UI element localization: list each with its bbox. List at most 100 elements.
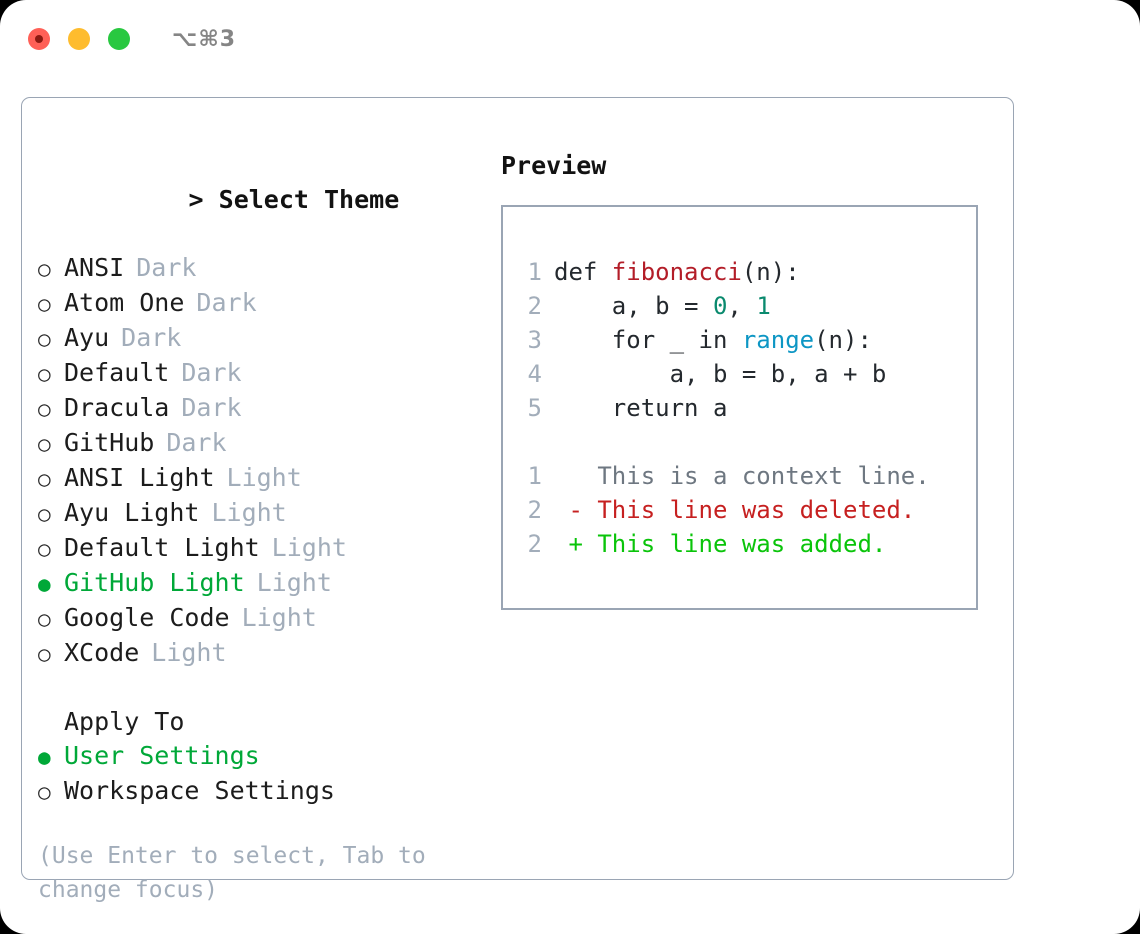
apply-to-heading: Apply To [64, 707, 185, 736]
code-line: 3 for _ in range(n): [518, 323, 930, 357]
code-token-plain: , [727, 292, 757, 320]
radio-unselected-icon: ○ [38, 432, 51, 456]
diff-text: This is a context line. [582, 462, 930, 490]
apply-to-option-label: Workspace Settings [64, 776, 335, 805]
list-spacer [38, 671, 498, 705]
traffic-light-controls [28, 28, 130, 50]
code-token-kw: for _ in [554, 326, 742, 354]
theme-option-label: Atom One [64, 288, 185, 317]
preview-heading: Preview [501, 151, 607, 180]
minimize-button[interactable] [68, 28, 90, 50]
theme-option-atom-one[interactable]: ○ Atom One Dark [38, 286, 498, 321]
theme-option-variant-tag: Dark [181, 358, 242, 387]
theme-option-variant-tag: Light [256, 568, 332, 597]
prompt-caret-icon: > [188, 185, 204, 214]
line-number: 1 [527, 258, 542, 286]
theme-option-variant-tag: Light [271, 533, 347, 562]
theme-option-variant-tag: Dark [181, 393, 242, 422]
theme-option-github-light[interactable]: ● GitHub Light Light [38, 566, 498, 601]
radio-selected-icon: ● [38, 572, 51, 596]
theme-option-variant-tag: Light [226, 463, 302, 492]
theme-option-label: Default [64, 358, 170, 387]
line-number: 3 [527, 326, 542, 354]
theme-option-variant-tag: Dark [121, 323, 182, 352]
radio-unselected-icon: ○ [38, 327, 51, 351]
theme-option-variant-tag: Light [241, 603, 317, 632]
diff-sign: + [554, 530, 583, 558]
apply-to-list: ● User Settings ○ Workspace Settings [38, 739, 498, 809]
radio-unselected-icon: ○ [38, 642, 51, 666]
radio-unselected-icon: ○ [38, 467, 51, 491]
theme-option-variant-tag: Light [151, 638, 227, 667]
radio-unselected-icon: ○ [38, 502, 51, 526]
code-token-builtin: range [741, 326, 815, 354]
line-number: 2 [527, 292, 542, 320]
radio-unselected-icon: ○ [38, 397, 51, 421]
theme-option-label: Default Light [64, 533, 260, 562]
select-theme-heading: > Select Theme [38, 149, 498, 251]
code-token-kw: def [554, 258, 612, 286]
code-token-plain: a, b = b, a + b [554, 360, 887, 388]
line-number: 2 [527, 496, 542, 524]
theme-option-variant-tag: Light [211, 498, 287, 527]
title-bar: ⌥⌘3 [0, 0, 1140, 78]
line-number: 4 [527, 360, 542, 388]
radio-unselected-icon: ○ [38, 362, 51, 386]
theme-option-label: ANSI [64, 253, 125, 282]
theme-option-label: Ayu [64, 323, 110, 352]
zoom-button[interactable] [108, 28, 130, 50]
close-button[interactable] [28, 28, 50, 50]
theme-option-label: ANSI Light [64, 463, 215, 492]
code-token-num: 0 [712, 292, 728, 320]
diff-line-del: 2 - This line was deleted. [518, 493, 930, 527]
diff-line-add: 2 + This line was added. [518, 527, 930, 561]
theme-option-ansi-light[interactable]: ○ ANSI Light Light [38, 461, 498, 496]
line-number: 1 [527, 462, 542, 490]
radio-selected-icon: ● [38, 745, 51, 769]
code-token-num: 1 [756, 292, 771, 320]
select-theme-heading-label: Select Theme [218, 185, 400, 214]
radio-unselected-icon: ○ [38, 780, 51, 804]
code-blank-gap [518, 425, 930, 459]
keyboard-hint-text: (Use Enter to select, Tab to change focu… [38, 843, 426, 903]
theme-option-variant-tag: Dark [136, 253, 197, 282]
theme-option-variant-tag: Dark [166, 428, 227, 457]
code-token-plain: a, b = [554, 292, 713, 320]
apply-to-option-user-settings[interactable]: ● User Settings [38, 739, 498, 774]
theme-option-variant-tag: Dark [196, 288, 257, 317]
diff-sign [554, 462, 583, 490]
code-token-kw: return a [554, 394, 728, 422]
radio-unselected-icon: ○ [38, 607, 51, 631]
diff-line-ctx: 1 This is a context line. [518, 459, 930, 493]
code-token-plain: (n): [814, 326, 872, 354]
code-line: 5 return a [518, 391, 930, 425]
code-token-plain: (n): [741, 258, 800, 286]
radio-unselected-icon: ○ [38, 537, 51, 561]
line-number: 2 [527, 530, 542, 558]
keyboard-shortcut-label: ⌥⌘3 [172, 26, 237, 52]
theme-option-github[interactable]: ○ GitHub Dark [38, 426, 498, 461]
radio-unselected-icon: ○ [38, 292, 51, 316]
theme-option-ayu[interactable]: ○ Ayu Dark [38, 321, 498, 356]
code-line: 2 a, b = 0, 1 [518, 289, 930, 323]
apply-to-option-workspace-settings[interactable]: ○ Workspace Settings [38, 774, 498, 809]
diff-text: This line was added. [582, 530, 887, 558]
theme-option-default[interactable]: ○ Default Dark [38, 356, 498, 391]
theme-option-label: GitHub Light [64, 568, 245, 597]
theme-option-default-light[interactable]: ○ Default Light Light [38, 531, 498, 566]
line-number: 5 [527, 394, 542, 422]
apply-to-option-label: User Settings [64, 741, 260, 770]
theme-option-label: GitHub [64, 428, 155, 457]
